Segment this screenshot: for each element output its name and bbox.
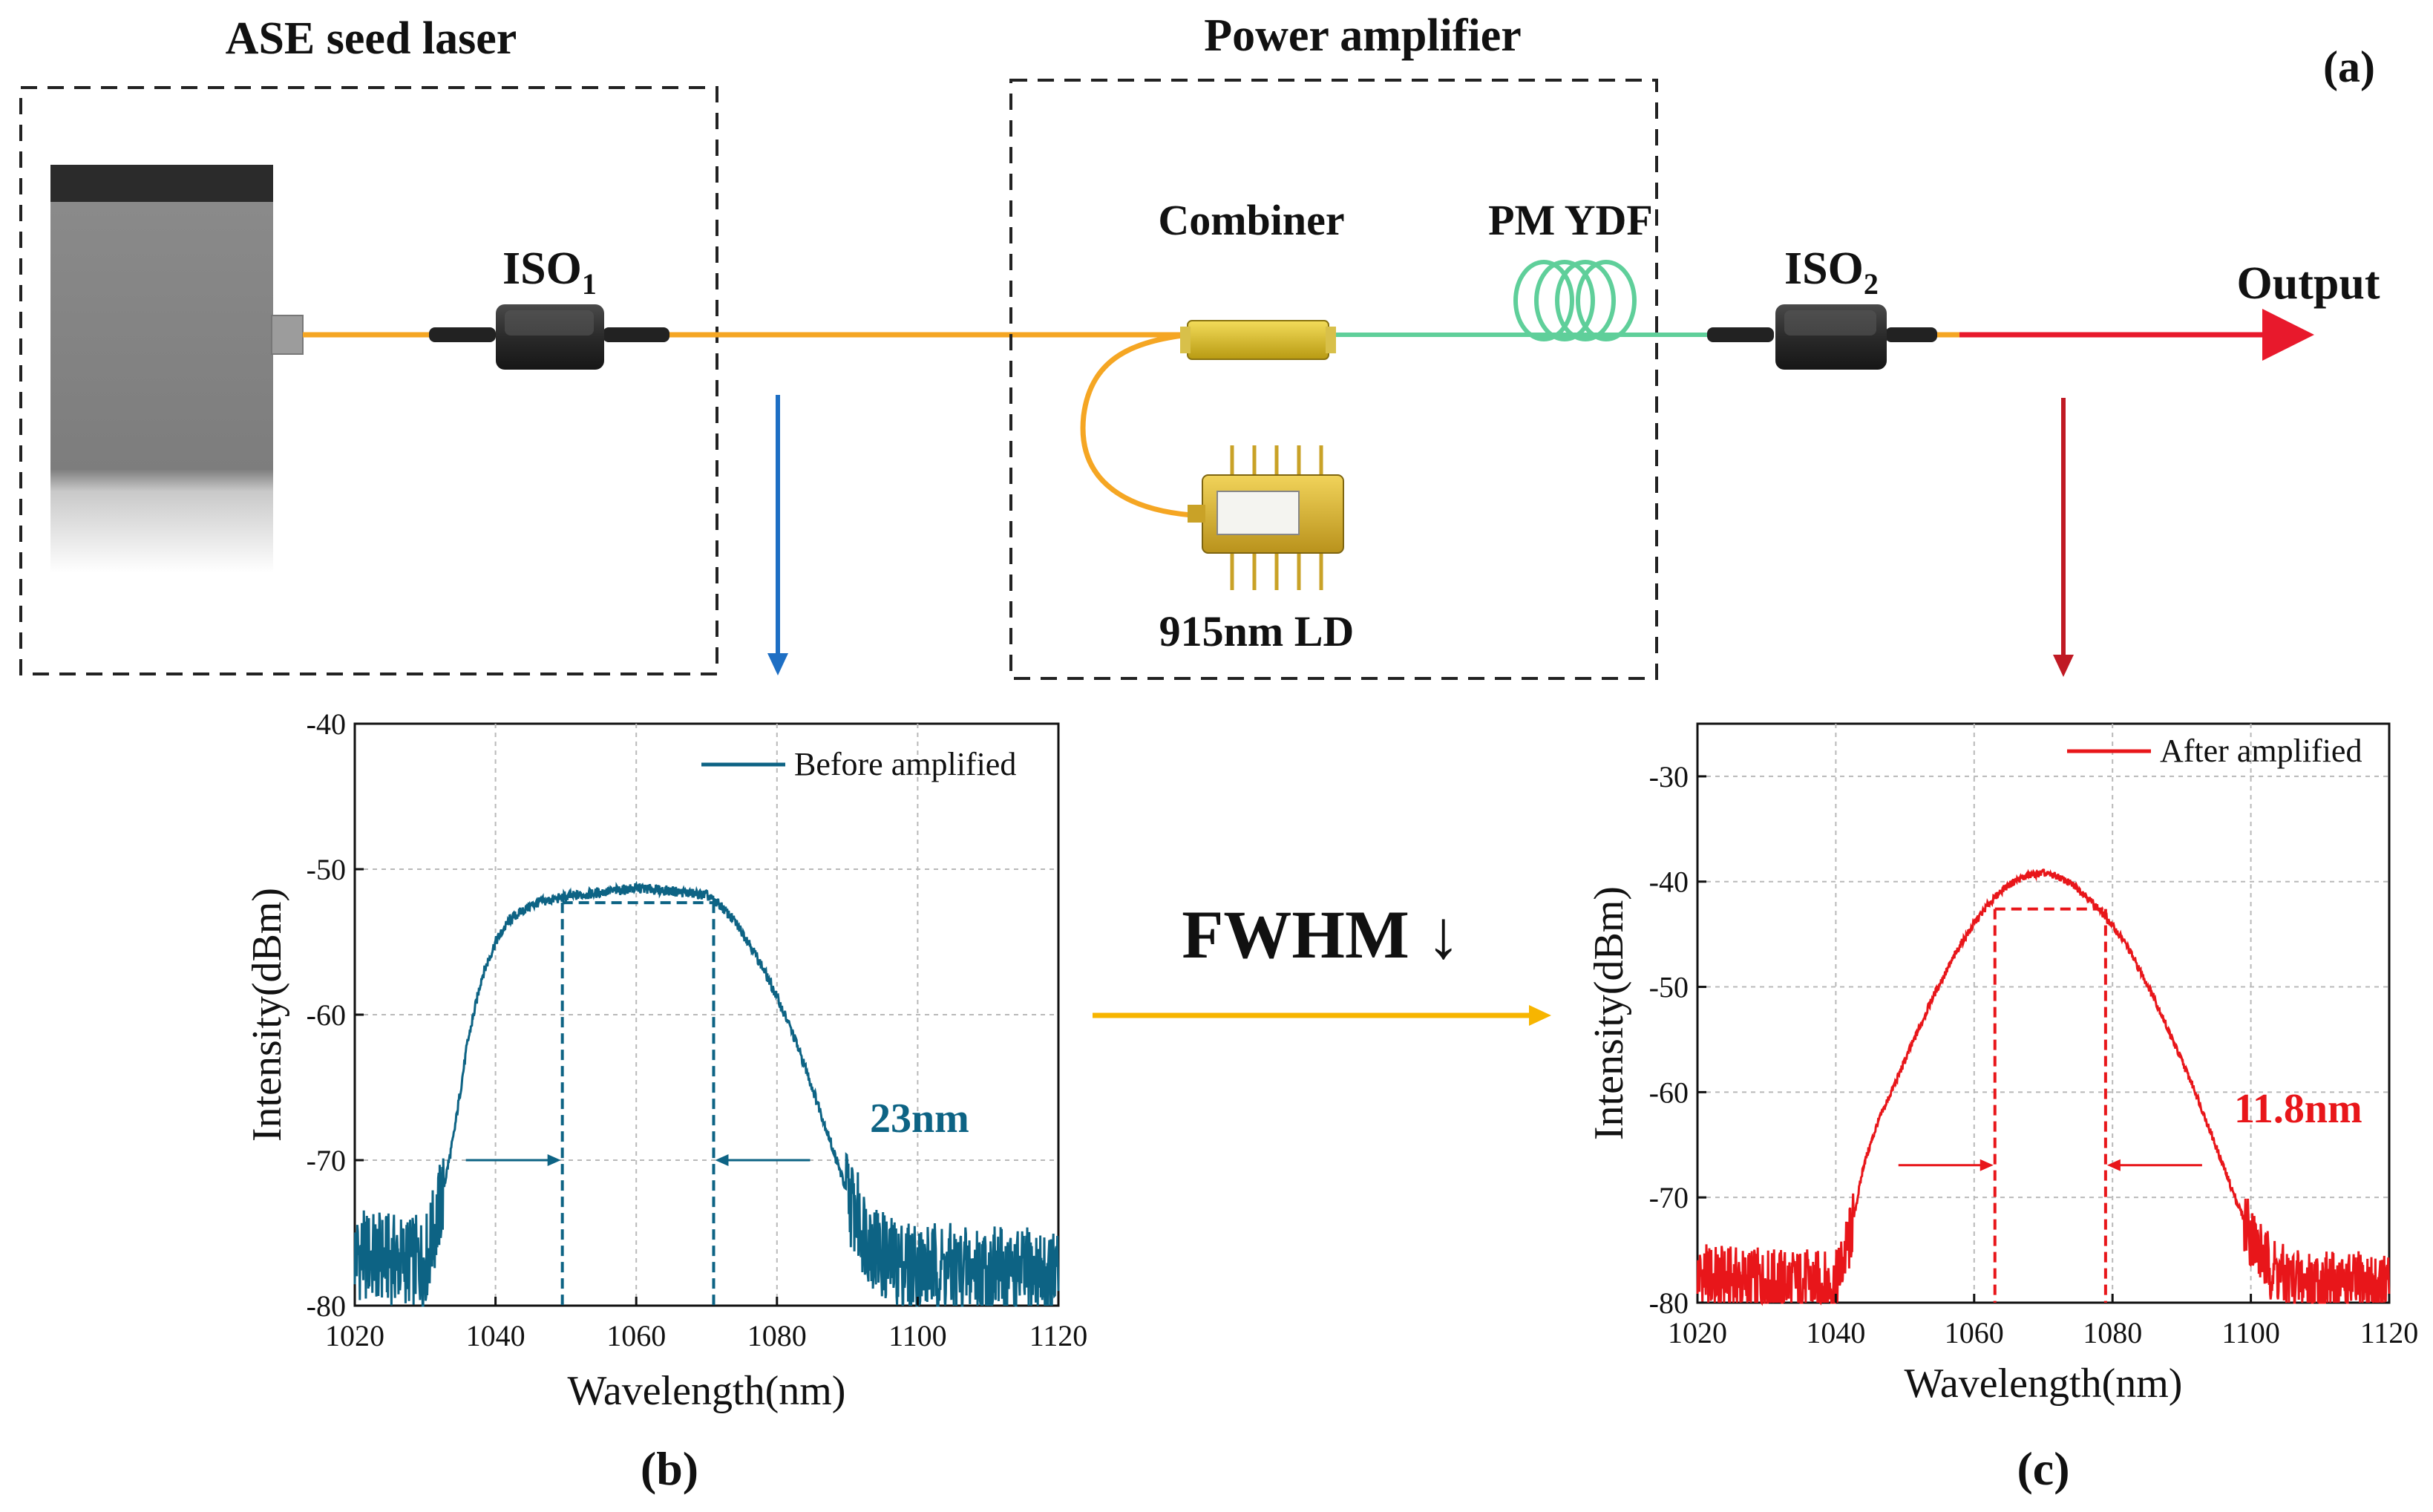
chart-b-fwhm-value: 23nm [870,1096,969,1142]
pump-diode-label: 915nm LD [1159,607,1355,655]
x-tick-label: 1020 [1668,1316,1727,1349]
chart-b-legend-label: Before amplified [794,746,1016,782]
pump-fiber [1080,332,1203,519]
y-tick-label: -70 [307,1144,346,1177]
fwhm-label: FWHM ↓ [1182,897,1461,972]
chart-c-frame [1696,722,2391,1304]
chart-c-ylabel: Intensity(dBm) [1586,886,1632,1140]
fwhm-arrowhead-right [715,1154,729,1166]
isolator-2-icon [1707,304,1937,370]
pump-diode-icon [1188,445,1344,590]
y-tick-label: -40 [307,707,346,741]
fwhm-arrowhead-right [2106,1159,2121,1171]
fwhm-arrow [1093,1005,1551,1026]
chart-c-series-line [1696,868,2391,1306]
isolator-2-label: ISO2 [1784,243,1879,301]
y-tick-label: -70 [1649,1181,1689,1214]
y-tick-label: -60 [1649,1076,1689,1109]
x-tick-label: 1060 [1945,1316,2004,1349]
fwhm-arrowhead-left [547,1154,561,1166]
y-tick-label: -80 [1649,1286,1689,1320]
combiner-icon [1180,320,1336,360]
arrow-to-b [767,395,788,675]
x-tick-label: 1100 [2221,1316,2280,1349]
y-tick-label: -50 [307,853,346,886]
x-tick-label: 1040 [466,1319,525,1352]
x-tick-label: 1120 [2360,1316,2419,1349]
output-label: Output [2237,258,2380,309]
isolator-1-icon [429,304,669,370]
y-tick-label: -50 [1649,971,1689,1004]
combiner-label: Combiner [1158,196,1344,244]
chart-after-amplified: 1020 1040 1060 1080 1100 1120 -80 -70 -60 -50 -40 -… [1586,722,2419,1495]
chart-c-legend-label: After amplified [2160,733,2362,769]
ydf-coil-icon [1513,260,1637,341]
fwhm-arrowhead-left [1980,1159,1994,1171]
chart-c-legend: After amplified [2067,733,2362,769]
seed-laser-device-icon [50,165,304,573]
arrow-to-c [2053,398,2074,677]
ydf-label: PM YDF [1488,196,1653,244]
y-tick-label: -40 [1649,865,1689,899]
x-tick-label: 1080 [2083,1316,2142,1349]
x-tick-label: 1120 [1029,1319,1088,1352]
y-tick-label: -80 [307,1289,346,1323]
y-tick-label: -30 [1649,760,1689,793]
isolator-1-label: ISO1 [502,243,597,301]
x-tick-label: 1100 [888,1319,947,1352]
x-tick-label: 1040 [1806,1316,1865,1349]
chart-c-fwhm-value: 11.8nm [2234,1086,2362,1132]
power-amplifier-title: Power amplifier [1204,10,1522,61]
chart-b-ylabel: Intensity(dBm) [244,888,290,1142]
chart-b-legend: Before amplified [701,746,1016,782]
panel-label-a: (a) [2323,42,2375,91]
x-tick-label: 1020 [325,1319,384,1352]
chart-b-xlabel: Wavelength(nm) [568,1368,846,1414]
panel-label-b: (b) [641,1442,698,1495]
chart-c-xlabel: Wavelength(nm) [1905,1361,2183,1407]
chart-b-series-line [353,880,1060,1307]
seed-laser-box [19,86,718,675]
x-tick-label: 1080 [747,1319,807,1352]
x-tick-label: 1060 [606,1319,666,1352]
panel-label-c: (c) [2017,1442,2069,1495]
power-amplifier-box [1009,79,1658,680]
y-tick-label: -60 [307,998,346,1032]
seed-laser-title: ASE seed laser [226,13,517,64]
